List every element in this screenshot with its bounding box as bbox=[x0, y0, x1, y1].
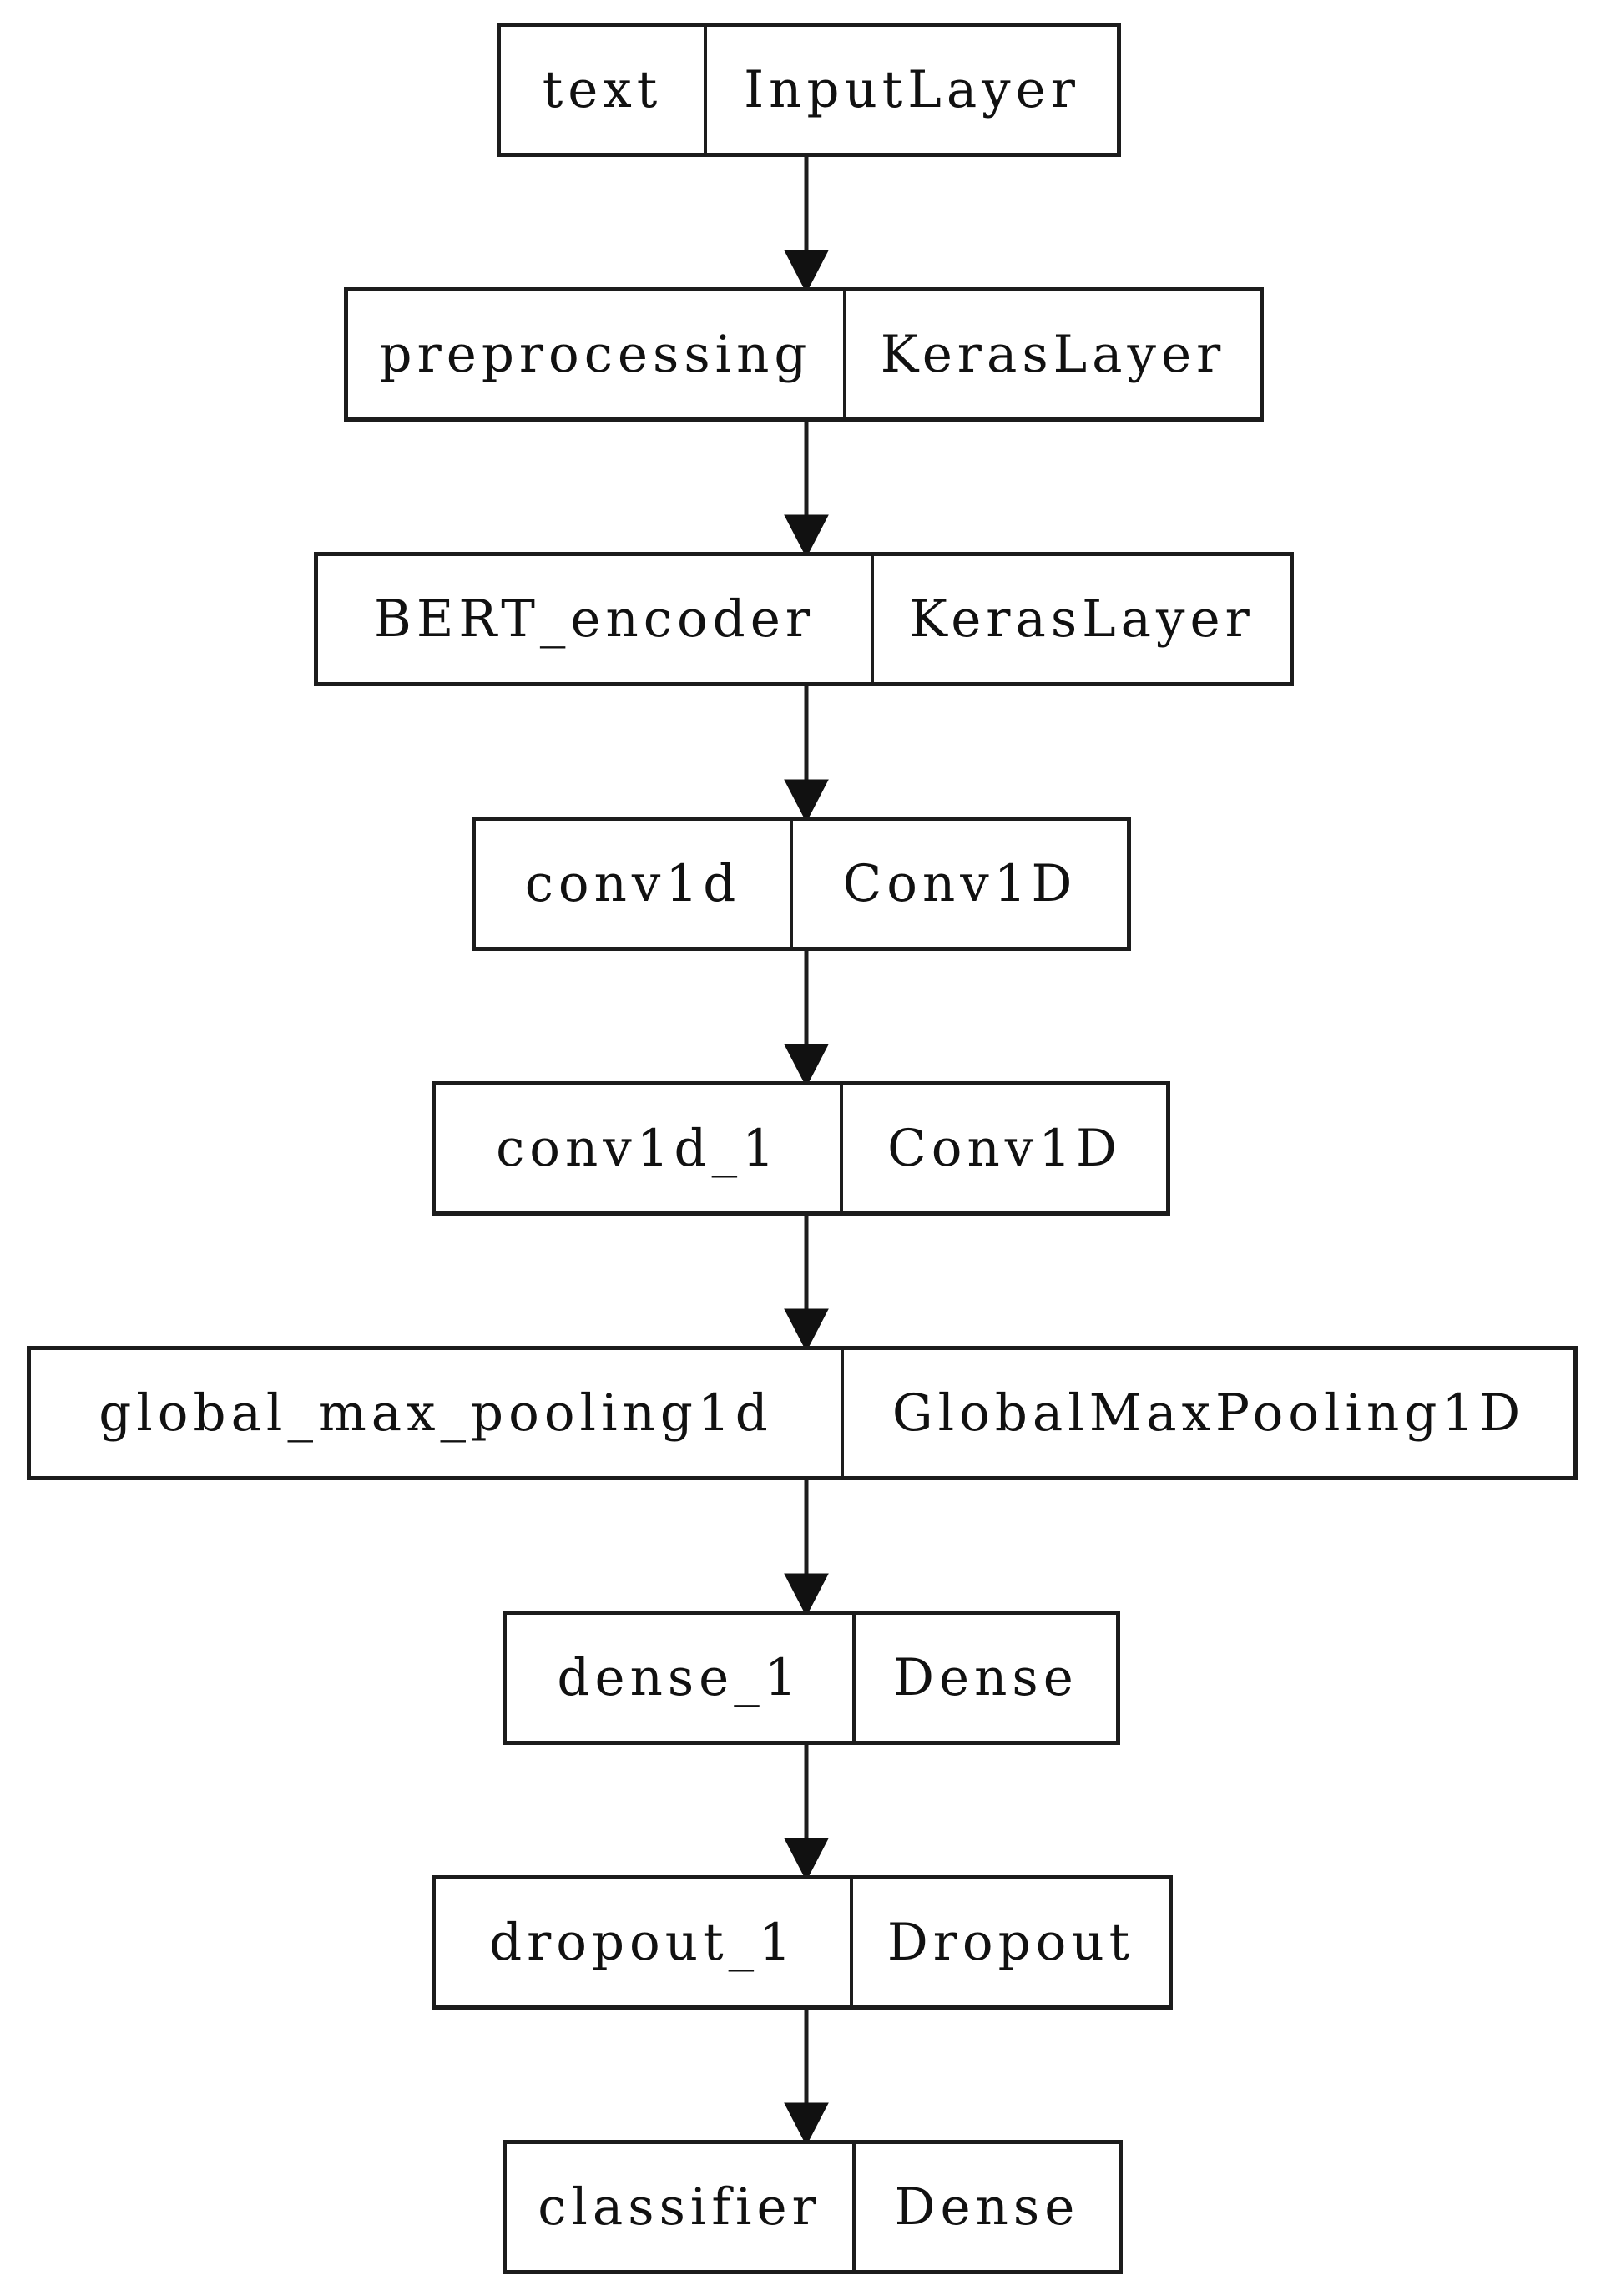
layer-class-label: Dropout bbox=[850, 1879, 1169, 2005]
edge-arrow-4 bbox=[784, 949, 829, 1088]
layer-name-label: conv1d bbox=[524, 854, 741, 913]
layer-name-label: dense_1 bbox=[557, 1648, 802, 1707]
node-classifier-dense: classifier Dense bbox=[503, 2140, 1123, 2274]
node-global-max-pooling1d: global_max_pooling1d GlobalMaxPooling1D bbox=[27, 1346, 1578, 1480]
node-text-inputlayer: text InputLayer bbox=[497, 23, 1121, 157]
node-conv1d-conv1d: conv1d Conv1D bbox=[472, 817, 1131, 951]
edge-arrow-6 bbox=[784, 1479, 829, 1617]
layer-name-label: global_max_pooling1d bbox=[98, 1383, 773, 1443]
layer-class-label: KerasLayer bbox=[843, 291, 1260, 417]
node-dense-1-dense: dense_1 Dense bbox=[503, 1611, 1120, 1745]
edge-arrow-2 bbox=[784, 420, 829, 559]
layer-class-label: KerasLayer bbox=[871, 556, 1290, 682]
edge-arrow-3 bbox=[784, 685, 829, 823]
layer-name-label: BERT_encoder bbox=[374, 589, 815, 649]
layer-name-label: text bbox=[542, 60, 663, 119]
node-preprocessing-keraslayer: preprocessing KerasLayer bbox=[344, 287, 1264, 422]
layer-name-label: dropout_1 bbox=[489, 1913, 796, 1972]
node-dropout-1-dropout: dropout_1 Dropout bbox=[432, 1875, 1173, 2010]
layer-class-label: Conv1D bbox=[790, 821, 1127, 947]
node-conv1d-1-conv1d: conv1d_1 Conv1D bbox=[432, 1081, 1170, 1216]
edge-arrow-8 bbox=[784, 2008, 829, 2147]
layer-name-label: preprocessing bbox=[379, 325, 812, 384]
layer-class-label: Dense bbox=[852, 1615, 1116, 1741]
edge-arrow-7 bbox=[784, 1743, 829, 1882]
edge-arrow-1 bbox=[784, 155, 829, 294]
edge-arrow-5 bbox=[784, 1214, 829, 1353]
node-bert-encoder-keraslayer: BERT_encoder KerasLayer bbox=[314, 552, 1294, 686]
layer-class-label: GlobalMaxPooling1D bbox=[841, 1350, 1573, 1476]
layer-name-label: classifier bbox=[538, 2177, 821, 2237]
layer-class-label: InputLayer bbox=[704, 27, 1117, 153]
layer-class-label: Dense bbox=[852, 2144, 1119, 2270]
layer-class-label: Conv1D bbox=[840, 1085, 1166, 1211]
layer-name-label: conv1d_1 bbox=[496, 1119, 780, 1178]
